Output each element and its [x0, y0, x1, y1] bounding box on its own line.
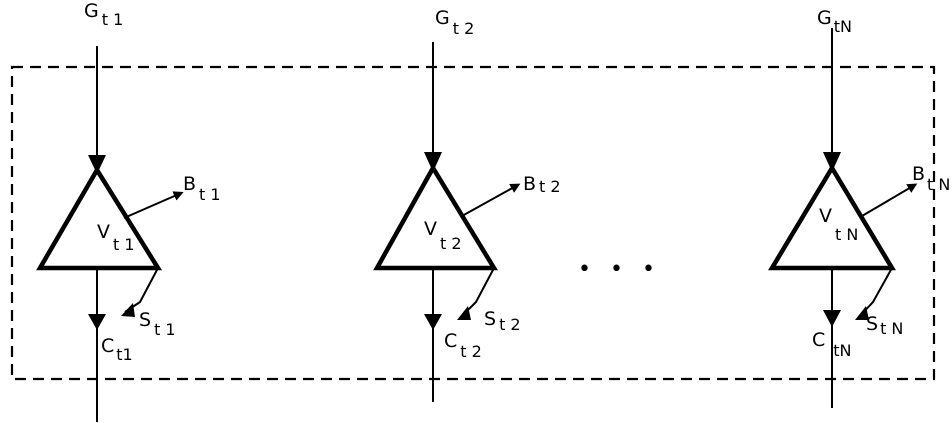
output-arrowhead-1: [88, 314, 106, 330]
loss-arrowhead-1: [121, 303, 135, 317]
node-label-2: Vt 2: [424, 218, 462, 253]
ellipsis: • • •: [578, 257, 661, 282]
input-arrowhead-2: [424, 152, 442, 172]
node-triangle-2: [373, 163, 499, 271]
side-output-arrow-1: [123, 191, 184, 219]
side-output-arrow-n: [861, 183, 918, 217]
system-boundary: [10, 65, 936, 381]
node-triangle-1: [36, 165, 163, 271]
output-arrowhead-n: [823, 310, 841, 327]
node-label-n: Vt N: [819, 205, 858, 244]
input-arrowhead-1: [88, 155, 106, 174]
node-triangle-n: [768, 163, 896, 271]
node-label-1: Vt 1: [97, 221, 135, 254]
loss-arrow-1: [124, 267, 159, 313]
input-arrowhead-n: [823, 152, 841, 172]
loss-arrowhead-2: [457, 306, 471, 320]
output-arrowhead-2: [424, 314, 442, 330]
side-output-arrow-2: [461, 183, 521, 217]
loss-arrowhead-n: [855, 306, 869, 320]
